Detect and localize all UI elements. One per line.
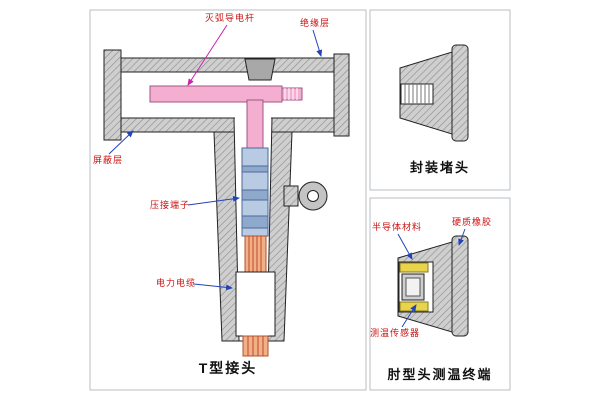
label-shield: 屏蔽层 [93, 155, 124, 165]
leader-shield [108, 130, 134, 155]
sealing-plug-drawing [399, 44, 469, 142]
top-cap [244, 58, 276, 81]
leader-rubber [458, 228, 466, 246]
plug-flange [451, 44, 469, 142]
cable-strands-upper [244, 235, 267, 273]
label-temp-sensor: 测温传感器 [370, 328, 421, 338]
vertical-rod [246, 99, 264, 149]
leader-lines [108, 24, 466, 328]
caption-t-joint: T型接头 [198, 360, 258, 376]
elbow-flange [451, 235, 469, 337]
semiconductor-top [399, 262, 429, 273]
temperature-sensor-part [401, 273, 425, 301]
cable-strands-lower [242, 335, 269, 357]
semiconductor-bottom [399, 301, 429, 312]
rod-thread-end [281, 87, 303, 101]
leader-semiconductor [397, 233, 413, 260]
caption-sealing-plug: 封装堵头 [409, 160, 470, 175]
leader-arc-rod [187, 24, 228, 86]
leader-sensor [401, 304, 417, 328]
label-arc-rod: 灭弧导电杆 [205, 13, 256, 23]
crimp-connector [241, 147, 269, 237]
t-joint-left-flange [103, 49, 122, 141]
label-crimp: 压接端子 [150, 200, 191, 210]
t-joint-right-flange [333, 53, 350, 137]
side-eyelet [283, 181, 328, 211]
plug-threaded-hole [400, 83, 434, 105]
leader-crimp [187, 195, 240, 206]
leader-cable [193, 283, 233, 291]
cable-jacket [235, 271, 276, 337]
label-insulation: 绝缘层 [300, 18, 331, 28]
label-hard-rubber: 硬质橡胶 [452, 217, 493, 227]
leader-insulation [312, 29, 323, 57]
caption-elbow-terminal: 肘型头测温终端 [387, 367, 493, 382]
t-joint-drawing [103, 49, 350, 357]
label-semiconductor: 半导体材料 [372, 222, 423, 232]
label-power-cable: 电力电缆 [156, 278, 197, 288]
